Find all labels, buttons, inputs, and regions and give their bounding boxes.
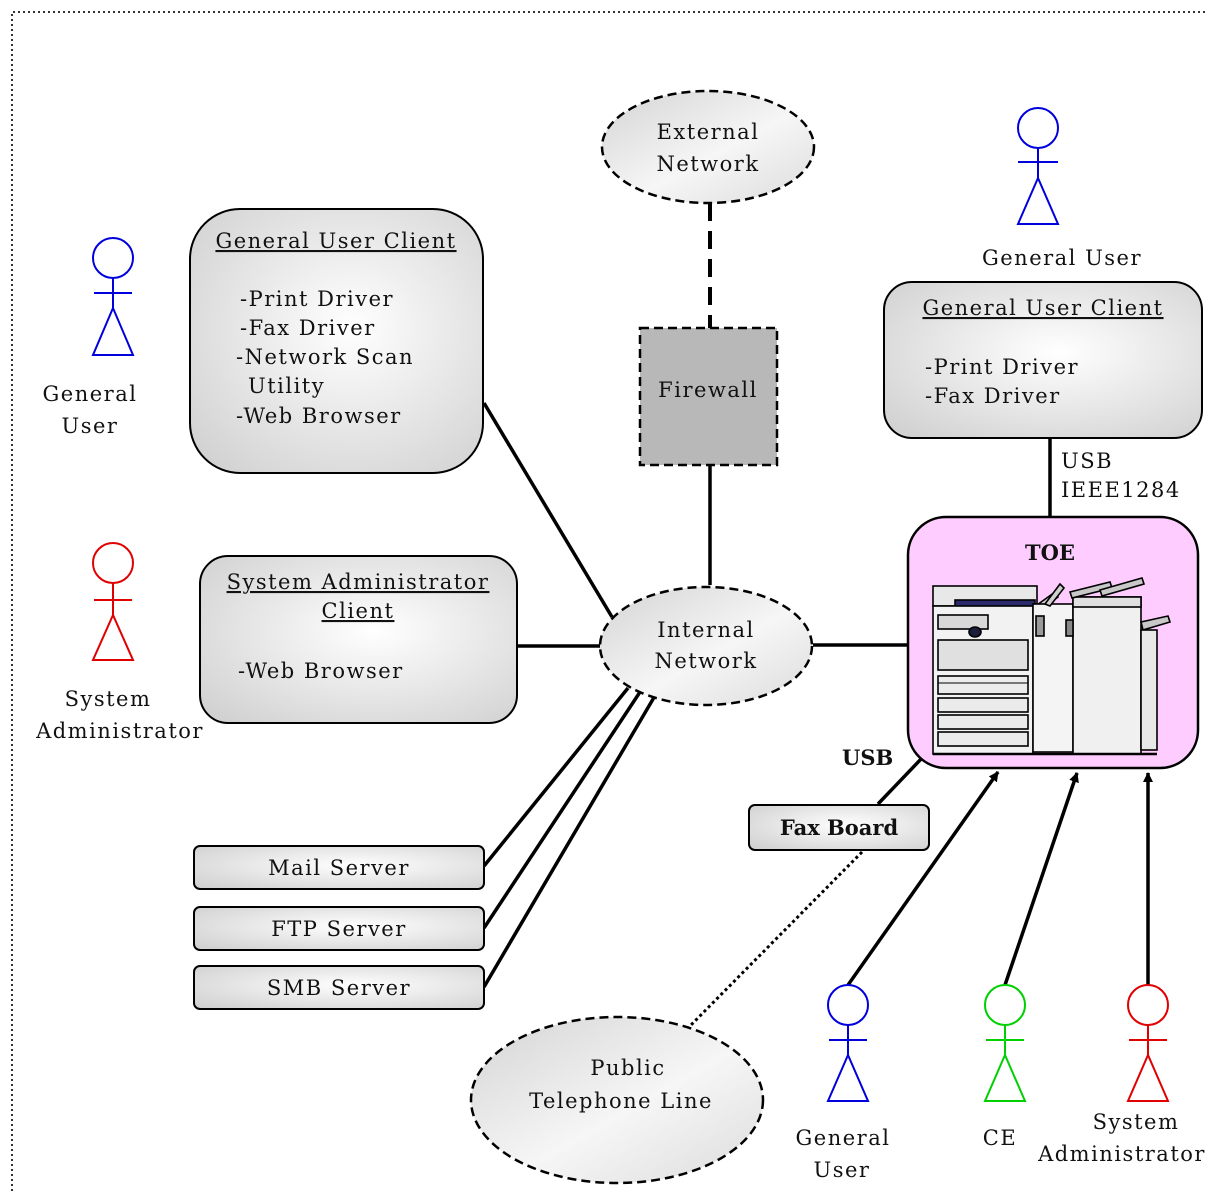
usb-label: USB: [1061, 449, 1113, 473]
actor-label-admin-bottom: System: [1093, 1110, 1180, 1134]
internal-network-label-1: Internal: [657, 618, 755, 642]
mail-server: Mail Server: [193, 845, 485, 890]
actor-label-admin-bottom: Administrator: [1037, 1142, 1206, 1166]
actor-head-icon: [1127, 984, 1169, 1026]
admin-client-title-1: System Administrator: [227, 570, 490, 594]
smb-server-label: SMB Server: [267, 976, 411, 1000]
general-client-left-item: -Fax Driver: [240, 316, 376, 340]
usb-fax-label: USB: [842, 745, 893, 770]
fax-board-label: Fax Board: [780, 815, 899, 840]
internal-network: Internal Network: [598, 585, 814, 707]
actor-general-user-bottom: [826, 984, 870, 1102]
link-fax-phone: [686, 850, 864, 1030]
general-client-left-item: Utility: [248, 374, 325, 398]
link-ftp-server: [482, 691, 642, 929]
actor-ce: [983, 984, 1027, 1102]
external-network-label-1: External: [657, 120, 760, 144]
toe-label: TOE: [1025, 540, 1075, 565]
arrow-ce-toe: [1003, 772, 1079, 986]
actor-head-icon: [92, 237, 134, 279]
phone-label-1: Public: [590, 1056, 665, 1080]
ftp-server: FTP Server: [193, 906, 485, 951]
general-client-left-item: -Web Browser: [236, 404, 402, 428]
actor-label-general-user-top: General User: [982, 246, 1142, 270]
actor-label-admin-left: Administrator: [35, 719, 204, 743]
public-telephone-line: Public Telephone Line: [469, 1015, 765, 1185]
ieee1284-label: IEEE1284: [1061, 478, 1181, 502]
actor-arrows: [846, 770, 1153, 987]
external-network: External Network: [600, 89, 816, 205]
link-mail-server: [482, 686, 630, 868]
external-network-label-2: Network: [656, 152, 759, 176]
general-user-client-left: General User Client -Print Driver -Fax D…: [189, 208, 484, 474]
actor-label-ce: CE: [983, 1126, 1017, 1150]
phone-label-2: Telephone Line: [529, 1089, 713, 1113]
actor-label-general-user-bottom: User: [814, 1158, 871, 1182]
actor-head-icon: [984, 984, 1026, 1026]
system-administrator-client: System Administrator Client -Web Browser: [199, 555, 518, 724]
ftp-server-label: FTP Server: [271, 917, 407, 941]
general-client-right-item: -Print Driver: [925, 355, 1079, 379]
actor-label-admin-left: System: [65, 687, 152, 711]
arrow-general-user-toe: [846, 770, 1000, 987]
admin-client-item: -Web Browser: [238, 659, 404, 683]
link-usb-fax: [876, 756, 924, 806]
actor-head-icon: [827, 984, 869, 1026]
internal-network-label-2: Network: [654, 649, 757, 673]
link-smb-server: [482, 693, 658, 988]
link-general-client-internal: [482, 402, 614, 618]
connection-lines: [482, 402, 1052, 988]
actor-general-user-left: [91, 237, 135, 356]
admin-client-title-2: Client: [322, 599, 395, 623]
general-user-client-right: General User Client -Print Driver -Fax D…: [883, 281, 1203, 439]
actor-label-general-user-left: General: [43, 382, 138, 406]
actor-system-admin-bottom: [1126, 984, 1170, 1102]
mail-server-label: Mail Server: [268, 856, 410, 880]
actor-label-general-user-bottom: General: [796, 1126, 891, 1150]
actor-head-icon: [92, 542, 134, 584]
firewall-label: Firewall: [658, 378, 758, 402]
toe-box: TOE: [906, 515, 1200, 770]
general-client-left-item: -Print Driver: [240, 287, 394, 311]
general-client-right-item: -Fax Driver: [925, 384, 1061, 408]
outer-boundary: [11, 11, 1207, 1191]
general-client-left-title: General User Client: [215, 229, 456, 253]
actor-label-general-user-left: User: [62, 414, 119, 438]
fax-board: Fax Board: [748, 804, 930, 851]
general-client-left-item: -Network Scan: [236, 345, 414, 369]
multifunction-printer-icon: [932, 577, 1172, 756]
actor-head-icon: [1017, 107, 1059, 149]
smb-server: SMB Server: [193, 965, 485, 1010]
firewall: Firewall: [638, 326, 779, 467]
actor-system-admin-left: [91, 542, 135, 661]
actor-general-user-top-right: [1016, 107, 1060, 225]
general-client-right-title: General User Client: [922, 296, 1163, 320]
